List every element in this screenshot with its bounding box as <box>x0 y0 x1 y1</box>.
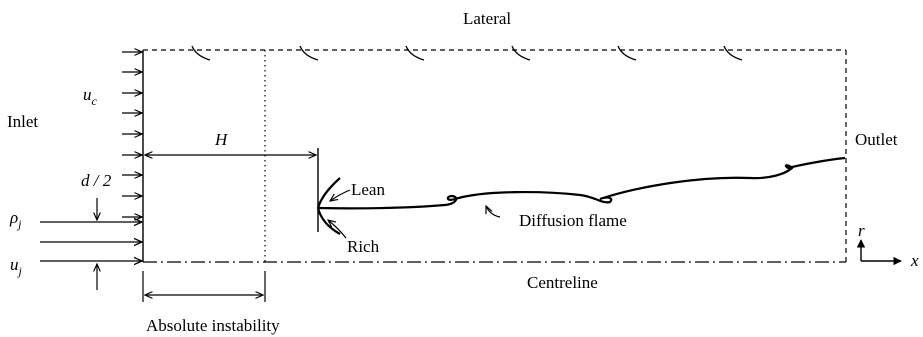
lean-pointer <box>330 189 351 201</box>
rhoj-label: ρj <box>9 208 22 231</box>
x-axis-label: x <box>910 251 919 270</box>
uc-label: uc <box>83 85 98 108</box>
r-axis-label: r <box>858 221 865 240</box>
coordinate-axes <box>856 239 902 266</box>
absolute-instability-dimension <box>142 271 266 302</box>
outlet-label: Outlet <box>855 130 898 149</box>
inlet-label: Inlet <box>7 112 38 131</box>
diffusion-pointer <box>486 206 501 218</box>
coflow-arrows <box>122 52 142 217</box>
rich-pointer <box>328 220 347 239</box>
h-label: H <box>214 130 229 149</box>
d-half-label: d / 2 <box>81 171 112 190</box>
absolute-instability-label: Absolute instability <box>146 316 280 335</box>
rich-label: Rich <box>347 237 380 256</box>
centreline-label: Centreline <box>527 273 598 292</box>
uj-label: uj <box>10 255 23 278</box>
diffusion-flame-label: Diffusion flame <box>519 211 627 230</box>
lean-label: Lean <box>351 180 385 199</box>
lateral-ticks <box>191 45 743 61</box>
lean-branch <box>316 177 341 209</box>
rich-branch <box>316 207 341 235</box>
diffusion-flame-curve <box>317 156 846 210</box>
lateral-label: Lateral <box>463 9 511 28</box>
jet-arrows <box>40 222 142 261</box>
